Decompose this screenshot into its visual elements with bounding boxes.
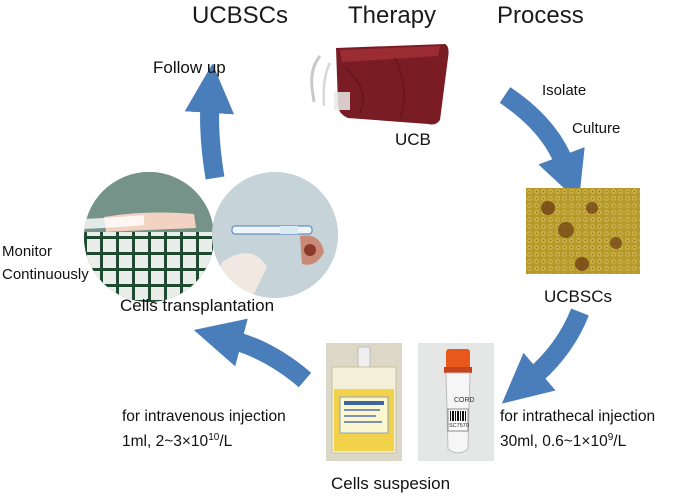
- vial-label: CORD: [454, 397, 475, 404]
- note-intravenous: for intravenous injection 1ml, 2~3×1010/…: [122, 406, 286, 452]
- label-cells-suspension: Cells suspesion: [331, 474, 451, 493]
- note-intrathecal-line1: for intrathecal injection: [500, 408, 656, 425]
- label-ucb: UCB: [395, 130, 431, 149]
- vial-code: SC7570: [449, 423, 469, 429]
- blood-bag-icon: [310, 44, 449, 125]
- note-intravenous-line2: 1ml, 2~3×1010/L: [122, 432, 233, 451]
- label-monitor: Monitor: [2, 243, 53, 260]
- arrow-to-suspension: [501, 308, 589, 404]
- label-cells-transplantation: Cells transplantation: [120, 296, 275, 315]
- title-therapy: Therapy: [348, 2, 437, 29]
- arrow-isolate: [499, 87, 585, 202]
- injection-photo: [212, 172, 338, 298]
- note-intrathecal-line2: 30ml, 0.6~1×109/L: [500, 432, 627, 451]
- arrow-to-transplantation: [193, 318, 312, 388]
- vial-photo: CORD SC7570: [418, 343, 494, 461]
- title-ucbscs: UCBSCs: [192, 2, 289, 29]
- note-intrathecal: for intrathecal injection 30ml, 0.6~1×10…: [500, 406, 655, 452]
- label-follow-up: Follow up: [153, 58, 226, 77]
- cell-culture-icon: [526, 188, 640, 274]
- syringe-injection-icon: [212, 172, 338, 298]
- label-culture: Culture: [572, 120, 621, 137]
- label-ucbscs: UCBSCs: [544, 287, 613, 306]
- vial-icon: [444, 349, 472, 454]
- arrow-to-followup: [184, 63, 235, 180]
- iv-bag-icon: [326, 343, 402, 461]
- patient-bed-icon: [84, 172, 214, 302]
- title-process: Process: [497, 2, 584, 29]
- label-continuously: Continuously: [2, 266, 89, 283]
- label-isolate: Isolate: [542, 82, 587, 99]
- note-intravenous-line1: for intravenous injection: [122, 408, 286, 425]
- patient-bed-photo: [84, 172, 214, 302]
